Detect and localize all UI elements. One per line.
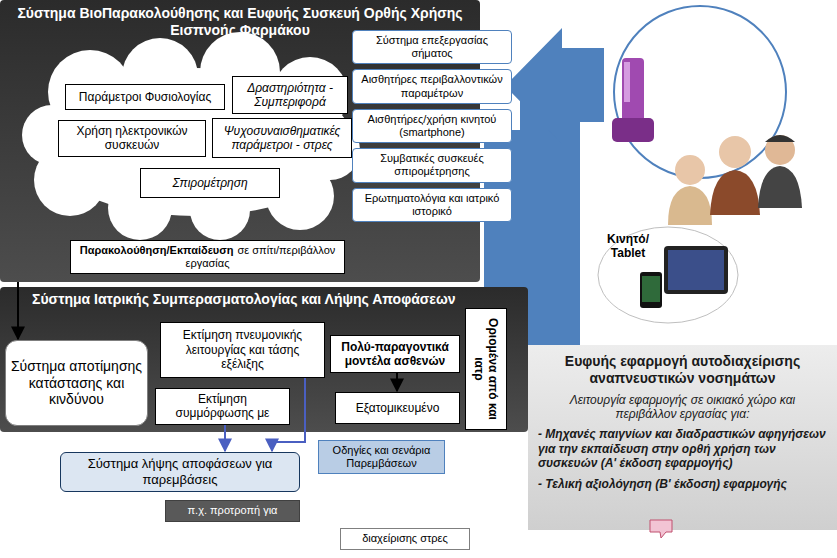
vertical-box: Οριομένα από και ιατρ bbox=[465, 308, 507, 430]
node-text: Εκτίμηση συμμόρφωσης με bbox=[160, 392, 285, 421]
process-box: Εκτίμηση συμμόρφωσης με bbox=[155, 388, 290, 425]
node-text: Εκτίμηση πνευμονικής λειτουργίας και τάσ… bbox=[165, 328, 320, 371]
users-circle bbox=[614, 6, 786, 178]
example-box: π.χ. προτροπή για bbox=[165, 500, 300, 522]
node-text: διαχείρισης στρες bbox=[345, 532, 465, 545]
node-text: Σπιρομέτρηση bbox=[145, 176, 275, 190]
node-text: Συμβατικές συσκευές σπιρομέτρησης bbox=[357, 152, 507, 178]
process-box: Χρήση ηλεκτρονικών συσκευών bbox=[58, 120, 206, 157]
node-text: Ψυχοσυναισθηματικές παράμετροι - στρες bbox=[217, 124, 347, 153]
source-box: Αισθητήρες περιβαλλοντικών παραμέτρων bbox=[352, 69, 512, 103]
device-cloud bbox=[598, 227, 738, 323]
node-text: Αισθητήρες/χρήση κινητού (smartphone) bbox=[357, 113, 507, 139]
decision-box: Σύστημα λήψης αποφάσεων για παρεμβάσεις bbox=[60, 452, 300, 492]
note-box: διαχείρισης στρες bbox=[340, 528, 470, 550]
node-text: Κινητό/ Tablet bbox=[603, 232, 653, 261]
node-text: π.χ. προτροπή για bbox=[170, 504, 295, 517]
app-box: Ευφυής εφαρμογή αυτοδιαχείρισης αναπνευσ… bbox=[528, 345, 837, 530]
node-text: Λειτουργία εφαρμογής σε οικιακό χώρο και… bbox=[538, 393, 827, 422]
process-box: Πολύ-παραγοντικά μοντέλα ασθενών bbox=[330, 335, 460, 373]
assessment-box: Σύστημα αποτίμησης κατάστασης και κινδύν… bbox=[5, 340, 148, 426]
node-text: Σύστημα λήψης αποφάσεων για παρεμβάσεις bbox=[65, 456, 295, 487]
process-box: Εκτίμηση πνευμονικής λειτουργίας και τάσ… bbox=[160, 322, 325, 378]
people-icon bbox=[668, 135, 802, 225]
process-box: Ψυχοσυναισθηματικές παράμετροι - στρες bbox=[212, 118, 352, 158]
node-text: Αισθητήρες περιβαλλοντικών παραμέτρων bbox=[357, 73, 507, 99]
scenario-box: Οδηγίες και σενάρια Παρεμβάσεων bbox=[318, 440, 445, 474]
panel: Σύστημα αποτίμησης κατάστασης και κινδύν… bbox=[0, 287, 528, 432]
node-text: Οριομένα από και ιατρ bbox=[472, 312, 501, 426]
node-text: Πολύ-παραγοντικά μοντέλα ασθενών bbox=[335, 340, 455, 369]
connector-arrow bbox=[396, 373, 398, 391]
node-text: Παρακολούθηση/Εκπαίδευση bbox=[80, 244, 234, 256]
node-text: Σύστημα επεξεργασίας σήματος bbox=[357, 34, 507, 60]
speech-bubble bbox=[650, 520, 672, 538]
node-text: Σύστημα Ιατρικής Συμπερασματολογίας και … bbox=[32, 291, 522, 308]
connector-arrow bbox=[17, 282, 19, 339]
node-text: Σύστημα αποτίμησης κατάστασης και κινδύν… bbox=[10, 358, 143, 408]
node-text: Οδηγίες και σενάρια Παρεμβάσεων bbox=[323, 444, 440, 470]
app-panel-background bbox=[528, 345, 837, 530]
source-box: Σύστημα επεξεργασίας σήματος bbox=[352, 30, 512, 64]
node-text: Ερωτηματολόγια και ιατρικό ιστορικό bbox=[357, 192, 507, 218]
node-text: Ευφυής εφαρμογή αυτοδιαχείρισης αναπνευσ… bbox=[538, 353, 827, 387]
node-text: Παράμετροι Φυσιολογίας bbox=[70, 90, 220, 104]
flow-band bbox=[520, 90, 580, 130]
node-text: Χρήση ηλεκτρονικών συσκευών bbox=[63, 124, 201, 153]
process-box: Εξατομικευμένο bbox=[335, 392, 460, 424]
source-box: Αισθητήρες/χρήση κινητού (smartphone) bbox=[352, 109, 512, 143]
process-box: Σπιρομέτρηση bbox=[140, 168, 280, 198]
device-label: Κινητό/ Tablet bbox=[603, 232, 653, 266]
flow-arrow bbox=[505, 28, 604, 144]
process-box: Παράμετροι Φυσιολογίας bbox=[65, 84, 225, 110]
caption-box: Παρακολούθηση/Εκπαίδευσησε σπίτι/περιβάλ… bbox=[70, 240, 345, 274]
source-box: Ερωτηματολόγια και ιατρικό ιστορικό bbox=[352, 188, 512, 222]
cloud-shape bbox=[22, 32, 360, 240]
node-text: - Τελική αξιολόγηση (Β' έκδοση) εφαρμογή… bbox=[538, 477, 827, 491]
source-box: Συμβατικές συσκευές σπιρομέτρησης bbox=[352, 148, 512, 182]
node-text: Εξατομικευμένο bbox=[340, 401, 455, 415]
process-box: Δραστηριότητα - Συμπεριφορά bbox=[232, 76, 348, 114]
devices-icon bbox=[640, 246, 728, 308]
node-text: Δραστηριότητα - Συμπεριφορά bbox=[237, 81, 343, 110]
node-text: - Μηχανές παιγνίων και διαδραστικών αφηγ… bbox=[538, 427, 827, 470]
connector-arrow bbox=[224, 425, 226, 451]
inhaler-icon bbox=[612, 58, 654, 142]
panel-background bbox=[0, 287, 528, 432]
